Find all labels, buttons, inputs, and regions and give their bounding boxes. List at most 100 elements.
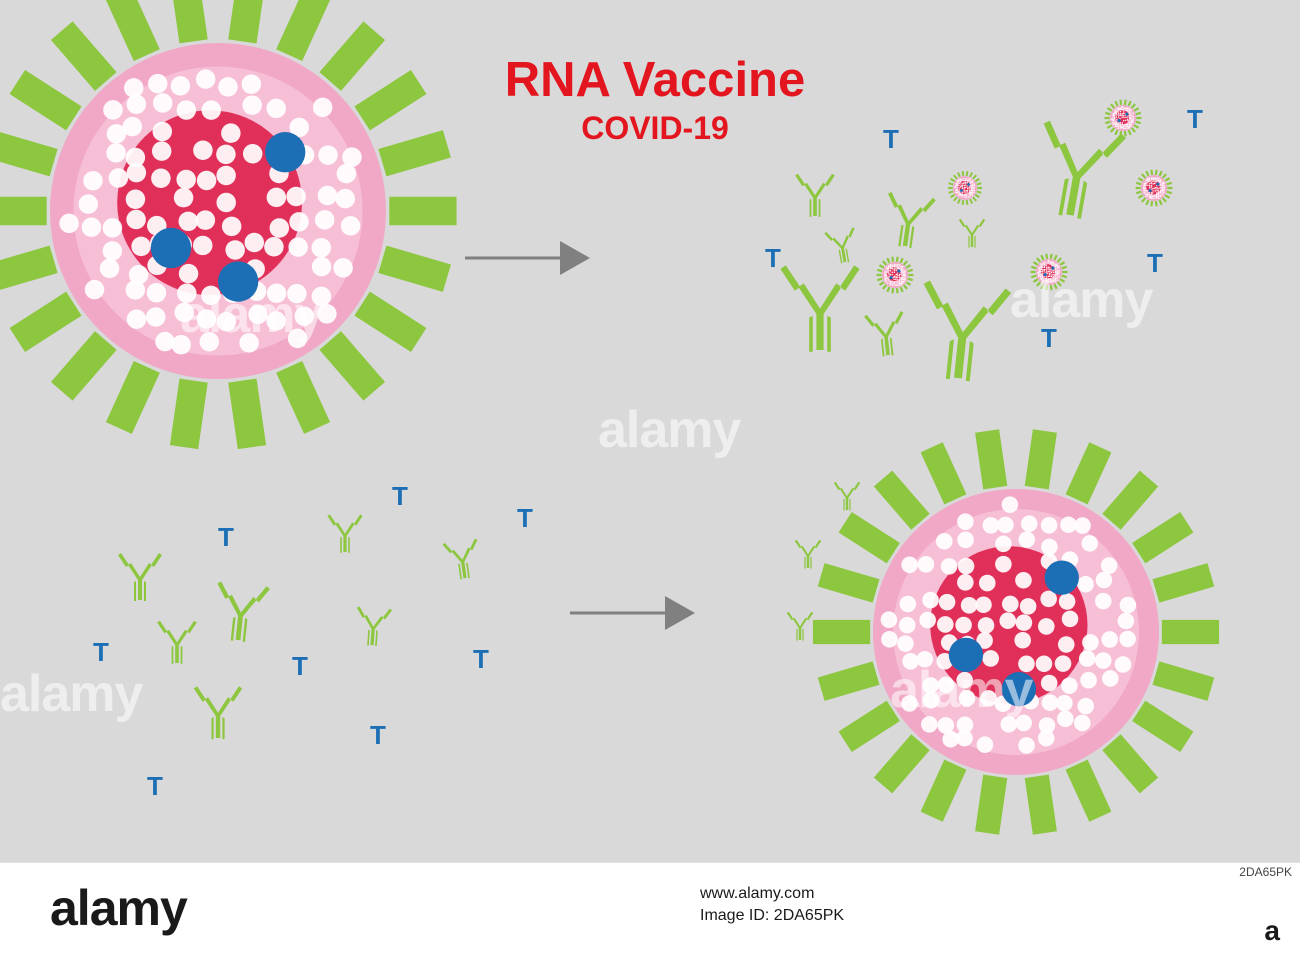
spike [886,286,891,293]
rna-dot [1114,111,1117,113]
rna-dot [895,278,897,281]
rna-dot [1148,178,1150,181]
rna-dot [963,183,965,185]
viral-protein [265,132,306,173]
rna-dot [336,163,357,184]
rna-dot [1132,121,1134,124]
spike [891,287,895,294]
rna-dot [970,192,972,195]
rna-dot [342,147,362,167]
rna-dot [1143,189,1145,192]
rna-dot [963,188,965,190]
rna-dot [1049,278,1051,280]
antibody [356,606,393,647]
rna-dot [1126,123,1129,126]
rna-dot [1040,516,1058,534]
rna-dot [1040,270,1042,273]
rna-dot [895,276,897,279]
spike [817,661,880,701]
rna-dot [174,302,194,323]
rna-dot [239,333,259,353]
footer-url[interactable]: www.alamy.com [700,885,815,902]
rna-dot [960,185,962,187]
rna-dot [968,191,971,193]
rna-dot [264,236,284,257]
rna-dot [898,279,901,281]
rna-dot [936,616,954,633]
rna-dot [1154,195,1156,197]
spike [1123,130,1127,137]
rna-dot [1045,270,1048,272]
rna-dot [287,328,308,349]
rna-dot [889,270,892,272]
rna-dot [1117,123,1119,125]
rna-dot [891,273,894,276]
spike [1161,197,1167,203]
rna-dot [895,267,897,270]
rna-dot [1041,270,1044,272]
antibody [833,481,861,511]
spike [9,291,82,352]
rna-dot [84,279,105,300]
spike [1164,177,1171,182]
rna-dot [1040,268,1042,270]
spike [1158,199,1163,206]
rna-dot [59,213,79,234]
rna-dot [997,516,1014,534]
spike [1130,103,1136,109]
rna-dot [1145,190,1147,192]
rna-dot [1124,127,1127,130]
rna-dot [1161,193,1164,196]
antibody-shape [1043,120,1127,219]
rna-dot [953,186,956,189]
rna-dot [333,258,353,278]
spike [1154,169,1158,176]
rna-dot [1155,181,1158,183]
rna-dot [965,184,967,187]
rna-dot [1152,195,1154,197]
spike [319,21,386,91]
rna-dot [1161,184,1163,187]
spike [969,198,974,204]
rna-dot [1058,266,1060,269]
rna-dot [1126,107,1129,109]
rna-dot [1159,186,1161,189]
rna-dot [1018,655,1035,673]
rna-dot [1115,125,1118,127]
rna-dot [1162,189,1165,192]
rna-dot [971,179,974,182]
rna-dot [955,191,957,194]
rna-dot [893,264,896,267]
antibody-shape [327,514,363,553]
rna-dot [1041,277,1044,279]
antibody [217,581,270,642]
rna-dot [147,73,168,94]
rna-dot [1041,538,1058,556]
rna-dot [902,265,904,268]
rna-dot [1116,114,1118,116]
spike [905,264,912,269]
rna-dot [922,677,939,694]
rna-dot [1121,113,1124,115]
rna-dot [1150,181,1152,183]
antibody-layer [118,120,1127,740]
rna-dot [1119,108,1121,111]
rna-dot [899,284,901,287]
footer-logo[interactable]: alamy [50,880,188,936]
rna-dot [966,189,969,192]
rna-dot [1121,105,1123,108]
rna-dot [1115,122,1118,124]
spike [920,759,967,822]
spike [1152,563,1215,603]
rna-dot [1154,190,1157,192]
spike-proteins [0,0,457,450]
rna-dot [893,280,895,283]
rna-dot [1143,183,1146,185]
rna-dot [1117,127,1119,130]
rna-dot [1152,177,1155,180]
antibody [923,280,1012,382]
antibody [327,514,363,553]
spike [1114,100,1119,107]
rna-dot [901,278,903,281]
